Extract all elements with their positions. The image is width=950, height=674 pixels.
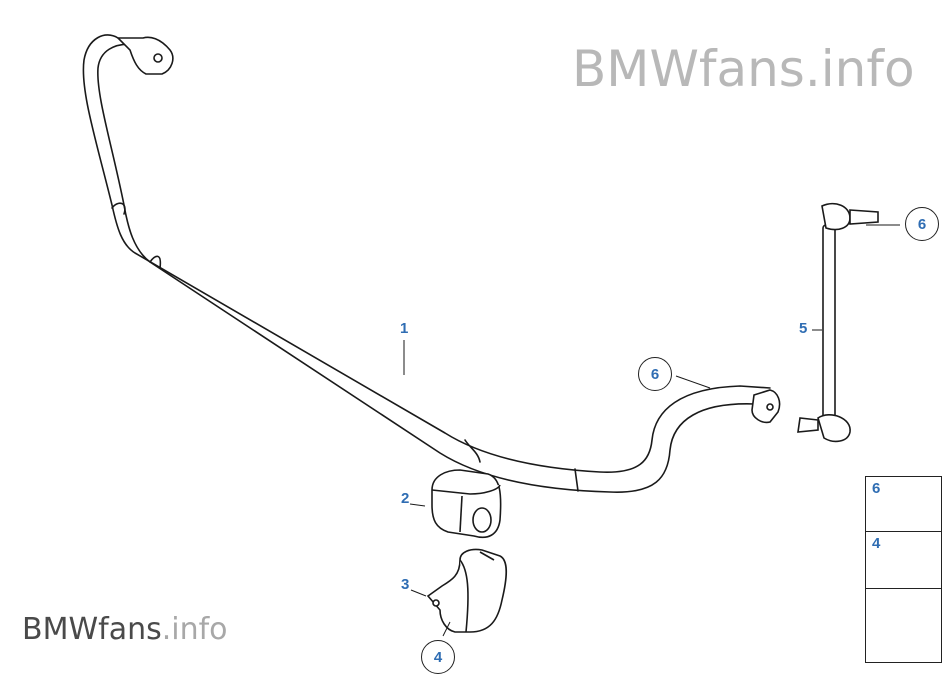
rubber-mounting [431, 469, 502, 539]
stabilizer-link [797, 202, 879, 443]
legend-label-nut-a: 6 [872, 480, 881, 497]
parts-legend: 6 4 [865, 476, 942, 663]
label-part-5: 5 [799, 320, 808, 337]
mounting-bracket [426, 548, 508, 633]
bar-end-right [751, 389, 781, 424]
label-part-2: 2 [401, 490, 410, 507]
stabilizer-bar [82, 34, 771, 493]
callout-6-mid: 6 [638, 357, 672, 391]
callout-4-bottom: 4 [421, 640, 455, 674]
watermark-bottom-left: BMWfans.info [22, 612, 228, 647]
label-part-3: 3 [401, 576, 410, 593]
leader-lines [403, 224, 900, 637]
legend-cell-nut-b: 4 [866, 532, 941, 589]
callout-6-top: 6 [905, 207, 939, 241]
label-part-1: 1 [400, 320, 409, 337]
watermark-top-right: BMWfans.info [572, 40, 915, 98]
bar-end-left [116, 36, 174, 75]
legend-cell-nut-a: 6 [866, 477, 941, 532]
legend-label-nut-b: 4 [872, 535, 881, 552]
